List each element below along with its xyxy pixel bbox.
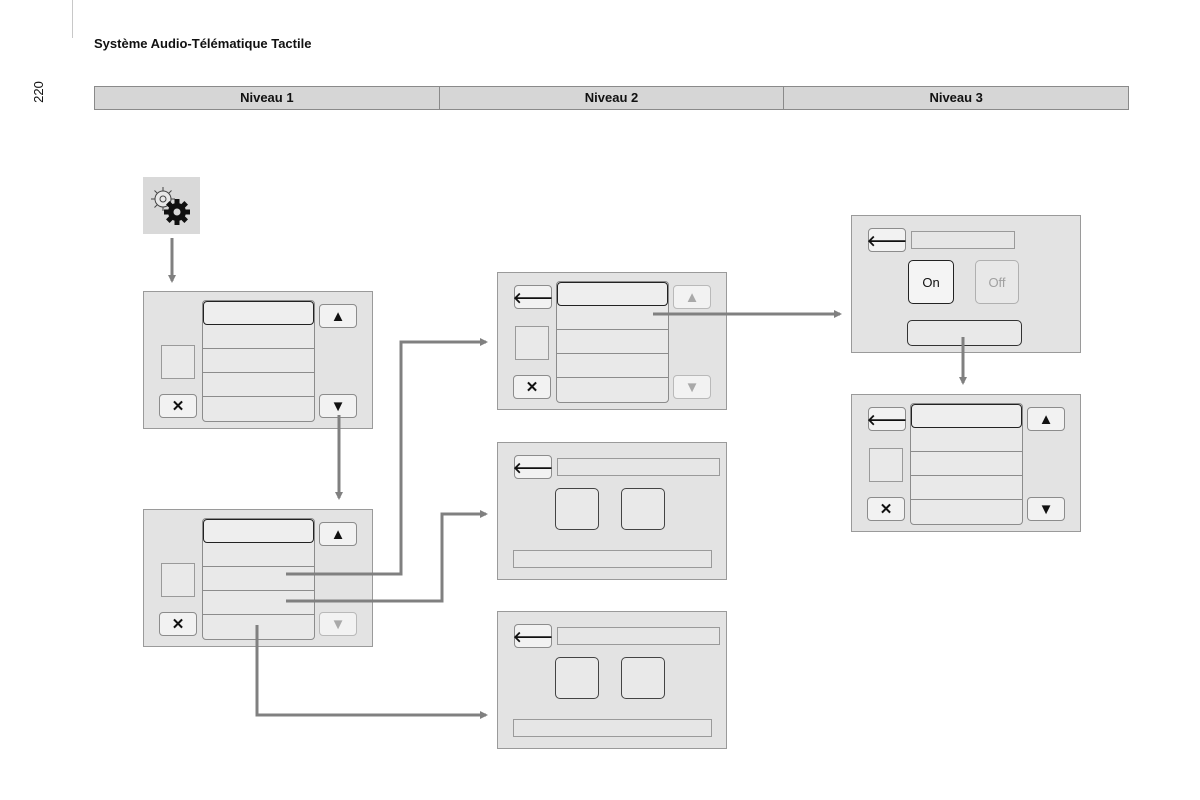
margin-line	[72, 0, 73, 38]
thumbnail-square	[515, 326, 549, 360]
level3-toggle-screen: 🡐 On Off	[851, 215, 1081, 353]
list-item[interactable]	[203, 567, 314, 591]
list-item[interactable]	[203, 349, 314, 373]
back-button[interactable]: 🡐	[513, 624, 553, 648]
scroll-up-button[interactable]: ▲	[1027, 407, 1065, 431]
list-item[interactable]	[557, 306, 668, 330]
back-button[interactable]: 🡐	[867, 228, 907, 252]
list-item[interactable]	[203, 301, 314, 325]
menu-list	[910, 403, 1023, 525]
title-field	[557, 627, 720, 645]
scroll-down-button-disabled[interactable]: ▼	[319, 612, 357, 636]
option-square-1[interactable]	[555, 657, 599, 699]
document-title: Système Audio-Télématique Tactile	[94, 36, 312, 51]
list-item[interactable]	[911, 428, 1022, 452]
page-number: 220	[31, 81, 46, 103]
menu-list	[202, 300, 315, 422]
list-item[interactable]	[911, 476, 1022, 500]
thumbnail-square	[161, 563, 195, 597]
close-button[interactable]: ✕	[159, 612, 197, 636]
list-item[interactable]	[203, 325, 314, 349]
back-button[interactable]: 🡐	[867, 407, 907, 431]
thumbnail-square	[869, 448, 903, 482]
option-square-2[interactable]	[621, 488, 665, 530]
settings-gears-icon[interactable]	[143, 177, 200, 234]
close-button[interactable]: ✕	[867, 497, 905, 521]
close-button[interactable]: ✕	[513, 375, 551, 399]
level2-choice-screen-b: 🡐	[497, 611, 727, 749]
title-field	[557, 458, 720, 476]
close-button[interactable]: ✕	[159, 394, 197, 418]
menu-list	[556, 281, 669, 403]
list-item[interactable]	[911, 452, 1022, 476]
back-button[interactable]: 🡐	[513, 285, 553, 309]
list-item[interactable]	[557, 330, 668, 354]
info-field	[513, 719, 712, 737]
level1-menu-screen-a: ▲ ▼ ✕	[143, 291, 373, 429]
option-square-1[interactable]	[555, 488, 599, 530]
info-field	[513, 550, 712, 568]
back-button[interactable]: 🡐	[513, 455, 553, 479]
title-field	[911, 231, 1015, 249]
list-item[interactable]	[557, 378, 668, 402]
level-3-header: Niveau 3	[929, 90, 983, 105]
list-item[interactable]	[203, 519, 314, 543]
list-item[interactable]	[911, 500, 1022, 524]
off-button[interactable]: Off	[975, 260, 1019, 304]
level-2-header: Niveau 2	[440, 87, 785, 109]
scroll-down-button[interactable]: ▼	[1027, 497, 1065, 521]
scroll-up-button-disabled[interactable]: ▲	[673, 285, 711, 309]
list-item[interactable]	[911, 404, 1022, 428]
list-item[interactable]	[203, 397, 314, 421]
confirm-pill[interactable]	[907, 320, 1022, 346]
on-button[interactable]: On	[908, 260, 954, 304]
level2-choice-screen-a: 🡐	[497, 442, 727, 580]
menu-list	[202, 518, 315, 640]
scroll-down-button-disabled[interactable]: ▼	[673, 375, 711, 399]
list-item[interactable]	[557, 282, 668, 306]
level-header: Niveau 1 Niveau 2 Niveau 3	[94, 86, 1129, 110]
list-item[interactable]	[203, 373, 314, 397]
list-item[interactable]	[203, 543, 314, 567]
level1-menu-screen-b: ▲ ▼ ✕	[143, 509, 373, 647]
level3-list-screen: 🡐 ▲ ▼ ✕	[851, 394, 1081, 532]
list-item[interactable]	[203, 591, 314, 615]
option-square-2[interactable]	[621, 657, 665, 699]
list-item[interactable]	[557, 354, 668, 378]
scroll-up-button[interactable]: ▲	[319, 522, 357, 546]
scroll-down-button[interactable]: ▼	[319, 394, 357, 418]
list-item[interactable]	[203, 615, 314, 639]
thumbnail-square	[161, 345, 195, 379]
scroll-up-button[interactable]: ▲	[319, 304, 357, 328]
level2-list-screen: 🡐 ▲ ▼ ✕	[497, 272, 727, 410]
level-1-header: Niveau 1	[95, 87, 440, 109]
settings-gears-svg	[151, 187, 190, 225]
